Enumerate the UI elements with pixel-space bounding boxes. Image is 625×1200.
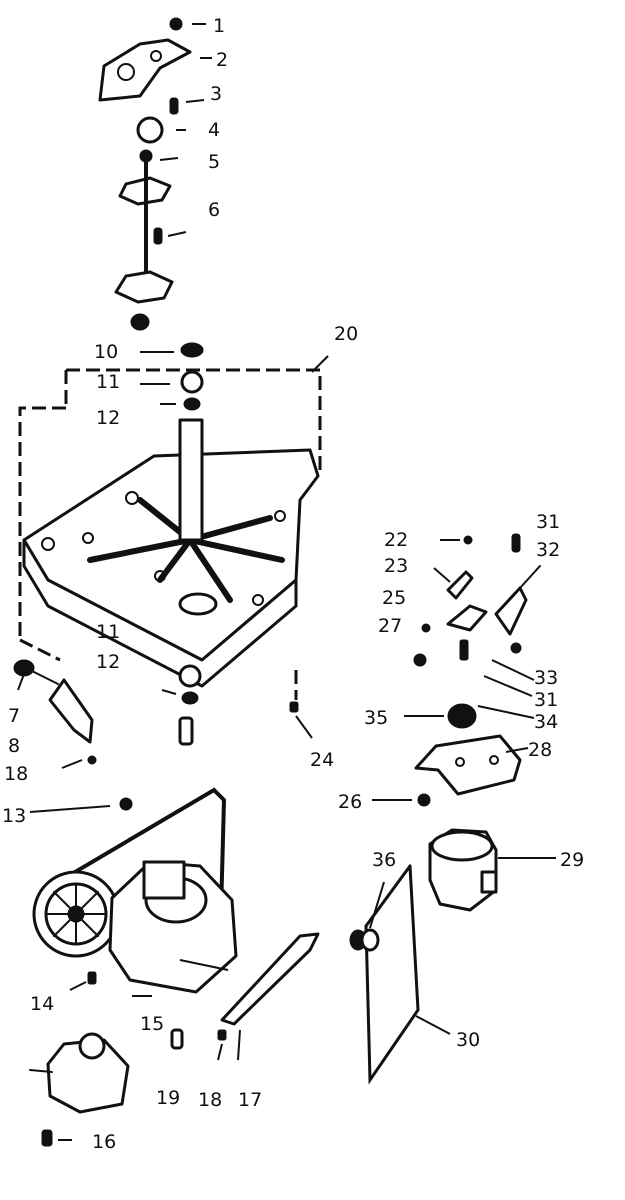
callout-5: 5	[208, 151, 220, 173]
part-26-screw	[372, 793, 431, 807]
callout-15: 15	[140, 1013, 164, 1035]
part-4-washer	[136, 116, 186, 144]
part-22-23-25-27-switch-bracket	[413, 535, 488, 667]
callout-23: 23	[384, 555, 408, 577]
callout-30: 30	[456, 1029, 480, 1051]
callout-1: 1	[213, 15, 225, 37]
callout-29: 29	[560, 849, 584, 871]
callout-33: 33	[534, 667, 558, 689]
callout-24: 24	[310, 749, 334, 771]
callout-2: 2	[216, 49, 228, 71]
callout-11-bottom: 11	[96, 621, 120, 643]
part-drive-belt-assembly	[32, 787, 238, 997]
callout-8: 8	[8, 735, 20, 757]
callout-31-bottom: 31	[534, 689, 558, 711]
part-31-32-33-bracket	[483, 533, 541, 697]
callout-13: 13	[2, 805, 26, 827]
part-28-mounting-plate	[414, 734, 529, 796]
callout-16: 16	[92, 1131, 116, 1153]
callout-6: 6	[208, 199, 220, 221]
callout-27: 27	[378, 615, 402, 637]
part-13-bolt	[29, 797, 133, 813]
callout-11-top: 11	[96, 371, 120, 393]
part-34-35-knob	[404, 703, 535, 729]
callout-26: 26	[338, 791, 362, 813]
callout-3: 3	[210, 83, 222, 105]
callout-35: 35	[364, 707, 388, 729]
part-20-base-assembly	[18, 342, 329, 746]
callout-20: 20	[334, 323, 358, 345]
callout-4: 4	[208, 119, 220, 141]
callout-36: 36	[372, 849, 396, 871]
callout-22: 22	[384, 529, 408, 551]
part-3-bolt	[169, 97, 205, 115]
callout-28: 28	[528, 739, 552, 761]
callout-31-top: 31	[536, 511, 560, 533]
part-2-bracket	[98, 38, 212, 102]
callout-32: 32	[536, 539, 560, 561]
part-1-nut	[169, 17, 206, 31]
callout-12-top: 12	[96, 407, 120, 429]
callout-12-bottom: 12	[96, 651, 120, 673]
part-18-clamp	[217, 1029, 227, 1061]
callout-34: 34	[534, 711, 558, 733]
callout-19: 19	[156, 1087, 180, 1109]
callout-25: 25	[382, 587, 406, 609]
callout-10: 10	[94, 341, 118, 363]
part-30-36-lid-switch-rod	[349, 864, 451, 1085]
callout-14: 14	[30, 993, 54, 1015]
callout-7: 7	[8, 705, 20, 727]
part-5-6-shift-lever	[114, 149, 187, 331]
part-19-bolt	[170, 1028, 184, 1050]
part-16-pump	[29, 1032, 130, 1147]
part-29-motor	[428, 828, 556, 912]
callout-18-left: 18	[4, 763, 28, 785]
part-7-8-18-hose-clip	[13, 659, 97, 769]
callout-18-bottom: 18	[198, 1089, 222, 1111]
part-17-drain-hose	[220, 932, 320, 1061]
callout-17: 17	[238, 1089, 262, 1111]
